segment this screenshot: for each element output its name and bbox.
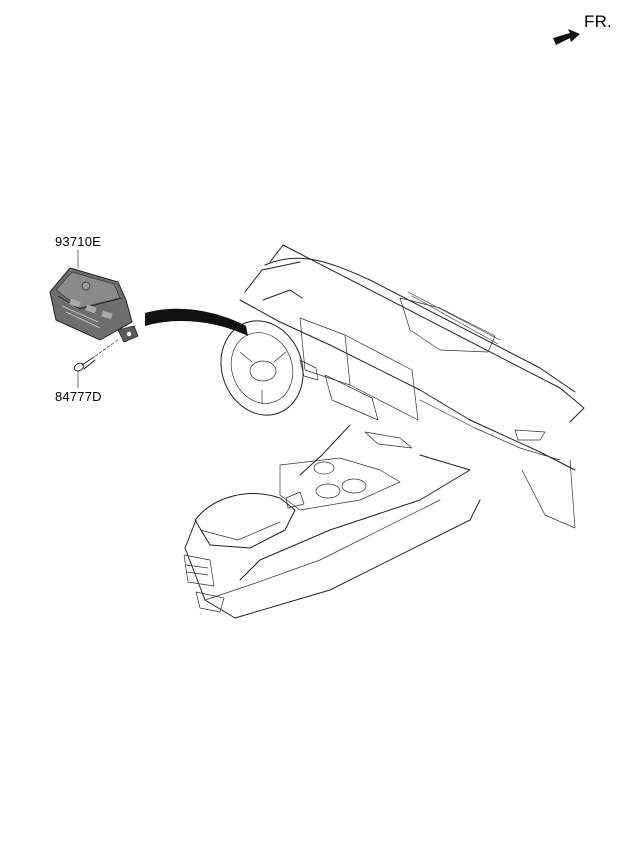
front-direction-arrow-icon (553, 29, 580, 45)
part-number-93710e[interactable]: 93710E (55, 234, 102, 249)
location-arrow (145, 308, 248, 336)
dashboard-console-drawing (183, 244, 585, 619)
screw-84777d (73, 339, 119, 389)
front-direction-label: FR. (584, 12, 612, 31)
part-number-84777d[interactable]: 84777D (55, 389, 102, 404)
switch-module-93710e (49, 249, 139, 343)
